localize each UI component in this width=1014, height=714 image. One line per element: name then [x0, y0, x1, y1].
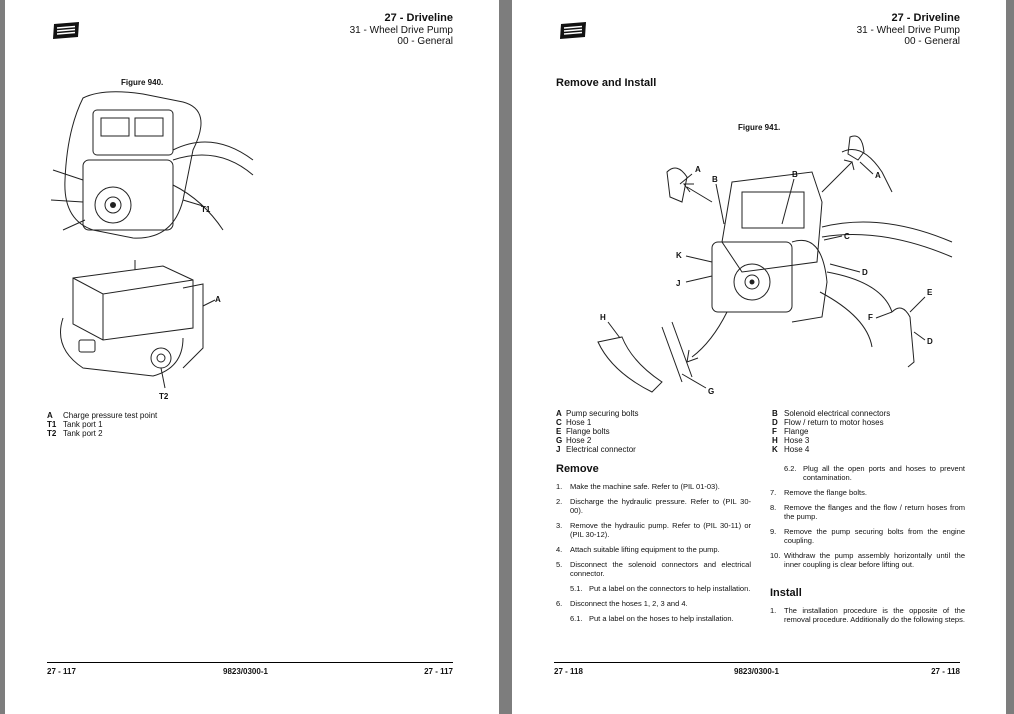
- list-item: 9.Remove the pump securing bolts from th…: [770, 527, 965, 545]
- list-item: 10.Withdraw the pump assembly horizontal…: [770, 551, 965, 569]
- label-b2: B: [792, 170, 798, 179]
- label-f: F: [868, 313, 873, 322]
- list-item: 1.The installation procedure is the oppo…: [770, 606, 965, 624]
- list-item: 6.Disconnect the hoses 1, 2, 3 and 4.: [556, 599, 688, 608]
- label-e: E: [927, 288, 933, 297]
- section-title: 31 - Wheel Drive Pump: [349, 25, 453, 36]
- pump-illustration-top: T1: [50, 91, 254, 239]
- section-title-remove-install: Remove and Install: [556, 77, 657, 89]
- list-item: 8.Remove the flanges and the flow / retu…: [770, 503, 965, 521]
- figure-caption: Figure 941.: [738, 123, 781, 132]
- label-k: K: [676, 251, 682, 260]
- list-item: 7.Remove the flange bolts.: [770, 488, 867, 497]
- label-d1: D: [862, 268, 868, 277]
- list-item: 1.Make the machine safe. Refer to (PIL 0…: [556, 482, 720, 491]
- remove-heading: Remove: [556, 463, 599, 475]
- label-j: J: [676, 279, 680, 288]
- footer-page-number-right: 27 - 117: [424, 667, 453, 676]
- label-a1: A: [695, 165, 701, 174]
- list-item: 5.1.Put a label on the connectors to hel…: [570, 584, 751, 593]
- footer-rule: [554, 662, 960, 663]
- label-t2: T2: [159, 392, 169, 401]
- page-header: 27 - Driveline 31 - Wheel Drive Pump 00 …: [350, 12, 453, 47]
- install-heading: Install: [770, 587, 802, 599]
- jcb-logo: [53, 22, 79, 39]
- page-header: 27 - Driveline 31 - Wheel Drive Pump 00 …: [857, 12, 960, 47]
- page-left: 27 - Driveline 31 - Wheel Drive Pump 00 …: [5, 0, 499, 714]
- chapter-title: 27 - Driveline: [384, 12, 453, 24]
- list-item: 6.2.Plug all the open ports and hoses to…: [784, 464, 965, 482]
- list-item: 2.Discharge the hydraulic pressure. Refe…: [556, 497, 751, 515]
- label-t1: T1: [201, 205, 211, 214]
- list-item: 6.1.Put a label on the hoses to help ins…: [570, 614, 734, 623]
- section-title: 31 - Wheel Drive Pump: [856, 25, 960, 36]
- label-a2: A: [875, 171, 881, 180]
- chapter-title: 27 - Driveline: [891, 12, 960, 24]
- label-b1: B: [712, 175, 718, 184]
- list-item: 5.Disconnect the solenoid connectors and…: [556, 560, 751, 578]
- pump-illustration-bottom: A T2: [60, 260, 221, 401]
- footer-doc-number: 9823/0300-1: [223, 667, 268, 676]
- footer-doc-number: 9823/0300-1: [734, 667, 779, 676]
- label-g: G: [708, 387, 714, 396]
- subsection-title: 00 - General: [904, 36, 960, 47]
- footer-page-number-right: 27 - 118: [931, 667, 960, 676]
- jcb-logo: [560, 22, 586, 39]
- list-item: 4.Attach suitable lifting equipment to t…: [556, 545, 720, 554]
- remove-steps: 1.Make the machine safe. Refer to (PIL 0…: [556, 482, 751, 629]
- pump-removal-illustration: A A B B C D E F D K J H G: [597, 135, 953, 396]
- remove-steps-continued: 6.2.Plug all the open ports and hoses to…: [770, 464, 965, 575]
- install-steps: 1.The installation procedure is the oppo…: [770, 606, 965, 630]
- subsection-title: 00 - General: [397, 36, 453, 47]
- label-h: H: [600, 313, 606, 322]
- label-a: A: [215, 295, 221, 304]
- footer-page-number-left: 27 - 118: [554, 667, 583, 676]
- label-d2: D: [927, 337, 933, 346]
- label-c: C: [844, 232, 850, 241]
- footer-page-number-left: 27 - 117: [47, 667, 76, 676]
- page-right: 27 - Driveline 31 - Wheel Drive Pump 00 …: [512, 0, 1006, 714]
- footer-rule: [47, 662, 453, 663]
- figure-caption: Figure 940.: [121, 78, 164, 87]
- list-item: 3.Remove the hydraulic pump. Refer to (P…: [556, 521, 751, 539]
